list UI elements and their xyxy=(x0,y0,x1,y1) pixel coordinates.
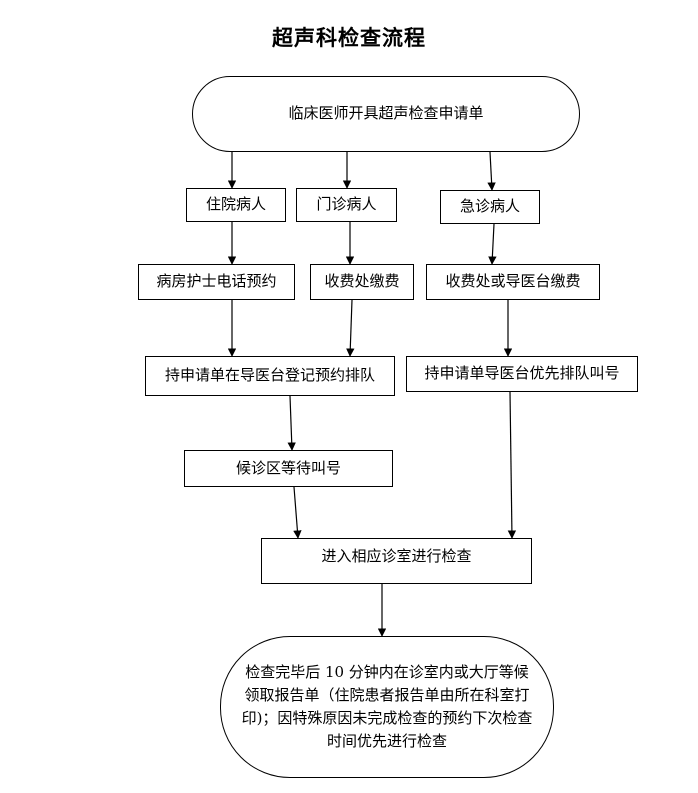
page-title: 超声科检查流程 xyxy=(272,26,426,50)
cashier-payment-node: 收费处缴费 xyxy=(310,264,414,300)
ward-nurse-booking-node: 病房护士电话预约 xyxy=(138,264,295,300)
waiting-area-node: 候诊区等待叫号 xyxy=(184,450,393,487)
arrow-start-to-emergency xyxy=(487,151,496,191)
outpatient-label: 门诊病人 xyxy=(316,195,377,214)
end-node-line-4: 时间优先进行检查 xyxy=(326,732,447,751)
arrow-priority-to-room xyxy=(507,391,517,539)
end-node: 检查完毕后 10 分钟内在诊室内或大厅等候 领取报告单（住院患者报告单由所在科室… xyxy=(220,636,554,778)
start-node-label: 临床医师开具超声检查申请单 xyxy=(288,104,484,123)
inpatient-label: 住院病人 xyxy=(205,195,266,214)
register-queue-label: 持申请单在导医台登记预约排队 xyxy=(164,366,375,385)
enter-room-label: 进入相应诊室进行检查 xyxy=(321,547,472,566)
priority-queue-label: 持申请单导医台优先排队叫号 xyxy=(424,364,620,383)
arrow-cashier-to-register xyxy=(346,299,355,357)
waiting-area-label: 候诊区等待叫号 xyxy=(235,458,341,477)
cashier-or-guide-payment-label: 收费处或导医台缴费 xyxy=(445,272,581,291)
emergency-label: 急诊病人 xyxy=(459,197,520,216)
register-queue-node: 持申请单在导医台登记预约排队 xyxy=(145,356,395,396)
priority-queue-node: 持申请单导医台优先排队叫号 xyxy=(406,356,638,392)
enter-room-node: 进入相应诊室进行检查 xyxy=(261,538,532,584)
arrow-register-to-waiting xyxy=(287,395,296,451)
arrow-waiting-to-room xyxy=(293,486,302,539)
end-node-line-1: 检查完毕后 10 分钟内在诊室内或大厅等候 xyxy=(245,662,529,681)
cashier-payment-label: 收费处缴费 xyxy=(324,272,400,291)
arrow-emergency-to-cashier-guide xyxy=(488,223,497,265)
cashier-or-guide-payment-node: 收费处或导医台缴费 xyxy=(426,264,600,300)
end-node-line-2: 领取报告单（住院患者报告单由所在科室打 xyxy=(244,685,530,704)
ward-nurse-booking-label: 病房护士电话预约 xyxy=(156,272,277,291)
start-node: 临床医师开具超声检查申请单 xyxy=(192,76,580,152)
end-node-line-3: 印)；因特殊原因未完成检查的预约下次检查 xyxy=(241,709,533,727)
inpatient-node: 住院病人 xyxy=(186,188,286,222)
outpatient-node: 门诊病人 xyxy=(296,188,397,222)
emergency-node: 急诊病人 xyxy=(440,190,540,224)
